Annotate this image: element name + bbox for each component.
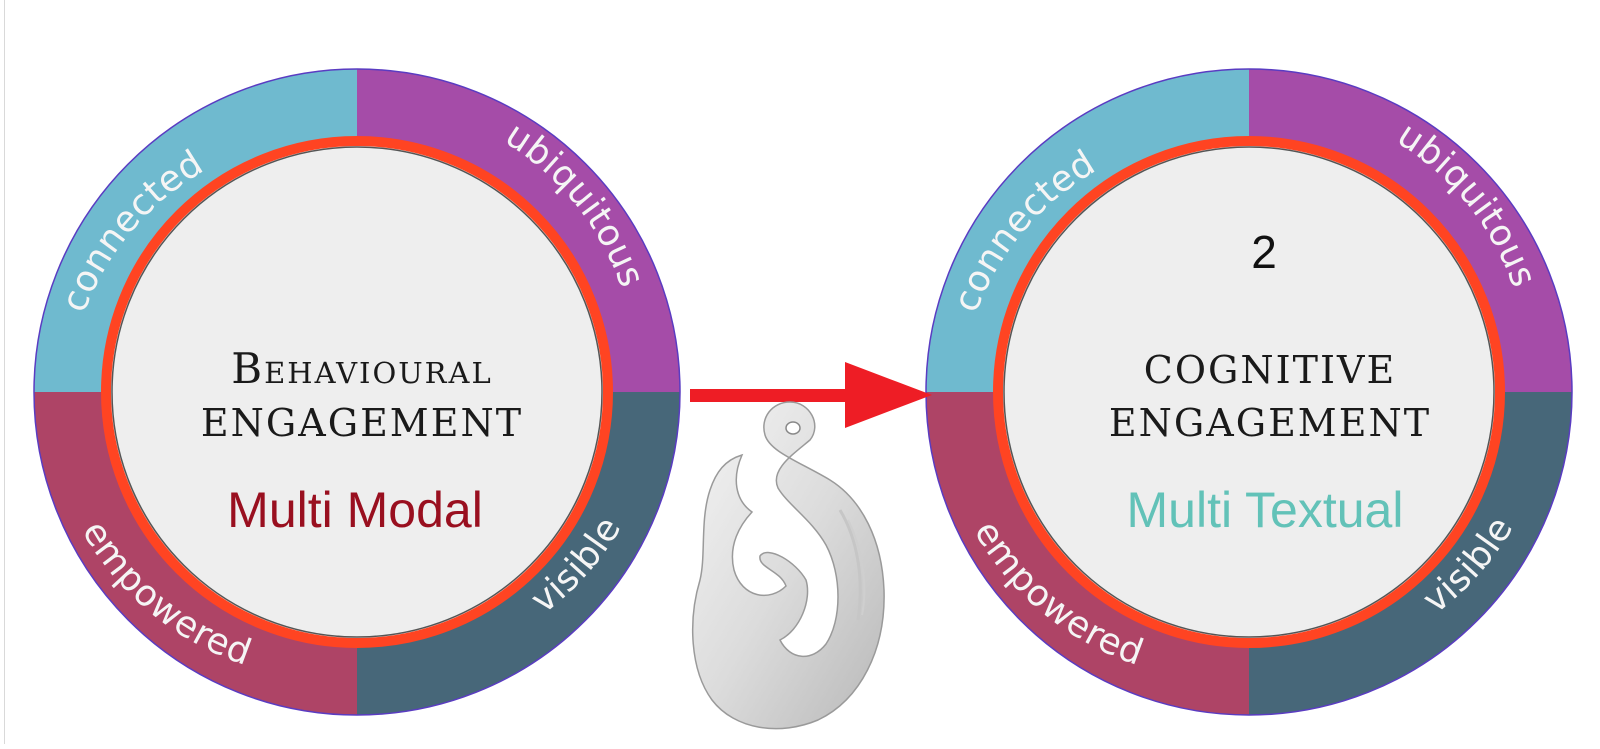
outer-border [925, 68, 1573, 716]
right-subtitle: Multi Textual [1127, 482, 1404, 538]
outer-border [33, 68, 681, 716]
left-title-line1: Behavioural [231, 344, 492, 393]
left-title-line2: engagement [201, 401, 523, 445]
right-arrow-icon [690, 362, 932, 428]
left-engagement-circle: connected ubiquitous empowered visible B… [33, 68, 681, 716]
left-subtitle: Multi Modal [227, 482, 483, 538]
right-engagement-circle: connected ubiquitous empowered visible 2… [925, 68, 1573, 716]
right-title-line2: engagement [1109, 401, 1431, 445]
inner-ring [993, 136, 1505, 648]
inner-ring [101, 136, 613, 648]
center-disc-border [111, 146, 603, 638]
hei-matau-pendant-icon [691, 401, 885, 730]
right-title-line1: cognitive [1144, 348, 1396, 392]
step-number: 2 [1251, 226, 1277, 278]
page-edge-line [4, 0, 5, 744]
center-disc-border [1003, 146, 1495, 638]
